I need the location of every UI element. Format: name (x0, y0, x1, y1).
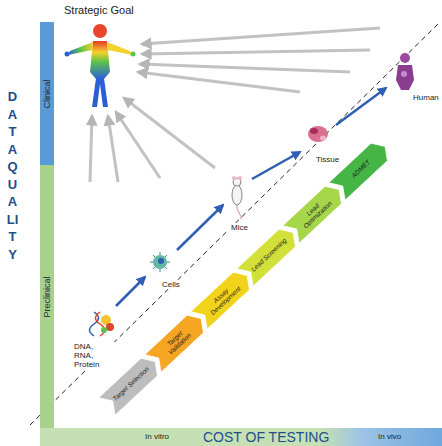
axis-label: COST OF TESTING (203, 428, 329, 446)
workflow-chevron: Target Validation (145, 309, 210, 372)
goal-arrows (90, 28, 380, 182)
chevron-outline (145, 309, 210, 372)
tissue-icon (308, 126, 328, 142)
dna-icon (90, 312, 115, 336)
axis-label: In vivo (378, 428, 401, 446)
clinical-band: Clinical (40, 22, 54, 165)
axis-label: In vitro (145, 428, 169, 446)
title-label: Strategic Goal (62, 4, 136, 16)
workflow-chevron: Lead Screening (237, 223, 302, 286)
stage-caption: Human (411, 93, 441, 102)
human-icon (396, 53, 414, 90)
workflow-chevron: Assay Development (191, 266, 256, 329)
stage-caption: Cells (160, 280, 182, 289)
cell-icon (150, 252, 170, 272)
workflow-chevron: ADMET (329, 137, 394, 200)
phase-label: Clinical (42, 79, 52, 108)
stage-caption: Mice (229, 223, 250, 232)
mouse-icon (232, 176, 242, 219)
stage-caption: DNA, RNA, Protein (72, 342, 116, 370)
chevron-outline (191, 266, 256, 329)
axis-title: DATA QUALITY (6, 88, 19, 263)
progress-line (30, 24, 438, 425)
preclinical-band: Preclinical (40, 165, 54, 428)
cost-axis-band: In vitro COST OF TESTING In vivo (40, 428, 442, 446)
chevron-outline (237, 223, 302, 286)
chevron-outline (329, 137, 394, 200)
chevron-outline (283, 180, 348, 243)
workflow-chevron: Lead Optimization (283, 180, 348, 243)
goal-figure (65, 24, 136, 107)
stage-caption: Tissue (314, 155, 341, 164)
phase-label: Preclinical (42, 276, 52, 317)
